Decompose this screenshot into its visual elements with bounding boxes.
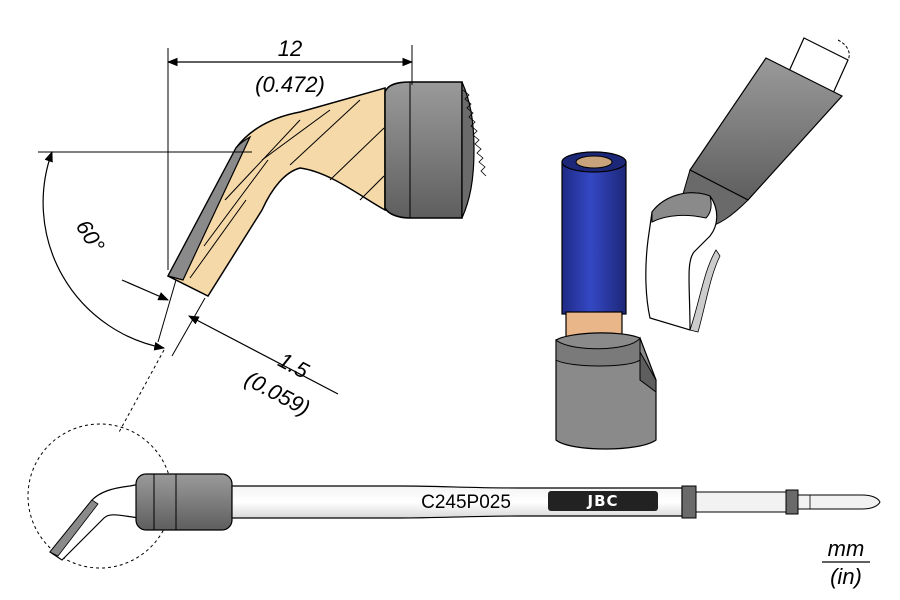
units-legend: mm (in) [822,536,870,589]
length-in-label: (0.472) [255,72,325,97]
full-tip-view: JBC C245P025 [27,423,881,569]
brand-badge [548,491,658,511]
angle-arc [42,150,166,351]
small-tip-side [49,499,99,557]
tip-detail-view: 12 (0.472) 60° 1.5 (0.059) [38,36,487,421]
width-arrow-left [121,279,169,301]
width-extension-1 [157,279,177,343]
blade-hatching [189,99,385,279]
model-number: C245P025 [421,492,511,513]
rear-ring-2 [785,489,799,515]
angled-tip-edge [689,249,721,333]
serration-marks [462,89,487,177]
gray-base-notch [639,350,657,393]
connector-pin [797,494,881,510]
rear-ring [681,485,697,519]
shaft-cut-edge [837,39,850,61]
length-mm-label: 12 [278,36,302,61]
tip-side-face [167,135,252,281]
tip-tinned-blade [166,87,386,297]
unit-in: (in) [830,564,862,589]
perspective-view [555,37,850,450]
width-arrow-right [188,315,339,395]
tip-collar [384,81,463,219]
unit-mm: mm [828,536,865,561]
sleeve-inner [575,155,613,169]
brand-logo-text: JBC [586,492,618,510]
angle-label: 60° [71,215,110,257]
blue-sleeve [561,161,627,315]
rear-shaft [695,491,787,513]
collar-break-edge [461,81,475,219]
angled-tip-face [651,192,712,223]
width-extension-2 [171,297,206,357]
small-tip-collar [135,473,233,531]
detail-leader-line [117,349,165,435]
